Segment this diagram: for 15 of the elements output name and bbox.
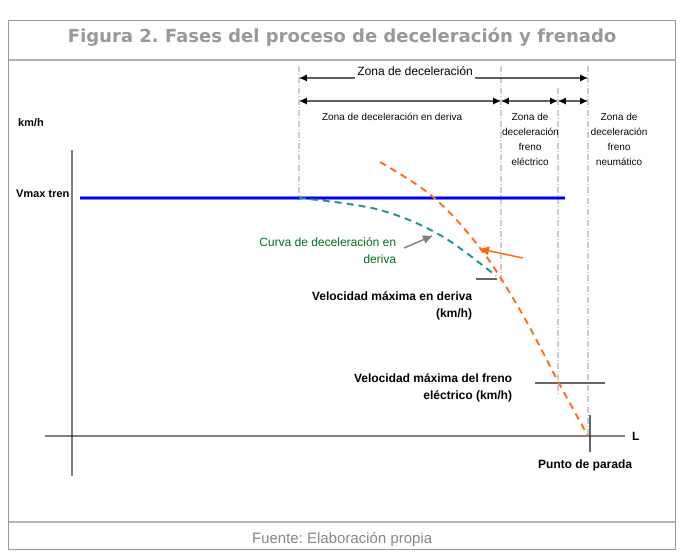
speed-label: Velocidad máxima en deriva (km/h) [310, 288, 472, 322]
point-label: Punto de parada [536, 456, 634, 473]
zone-label: Zona de deceleración en deriva [320, 111, 464, 125]
leader-arrow [480, 246, 524, 259]
axis-label: Vmax tren [16, 187, 70, 202]
zone-label: Zona de deceleración [355, 63, 475, 80]
leader-arrow [404, 235, 432, 249]
curve-label: Curva de deceleración en deriva [230, 234, 396, 268]
source-caption: Fuente: Elaboración propia [250, 530, 434, 547]
speed-label: Velocidad máxima del freno eléctrico (km/h) [352, 370, 512, 404]
axis-label: L [632, 428, 640, 445]
zone-label: Zona de deceleración freno neumático [590, 111, 648, 170]
zone-label: Zona de deceleración freno eléctrico [502, 111, 558, 170]
figure-title: Figura 2. Fases del proceso de deceleración y frenado [66, 26, 618, 47]
axis-label: km/h [18, 116, 45, 131]
